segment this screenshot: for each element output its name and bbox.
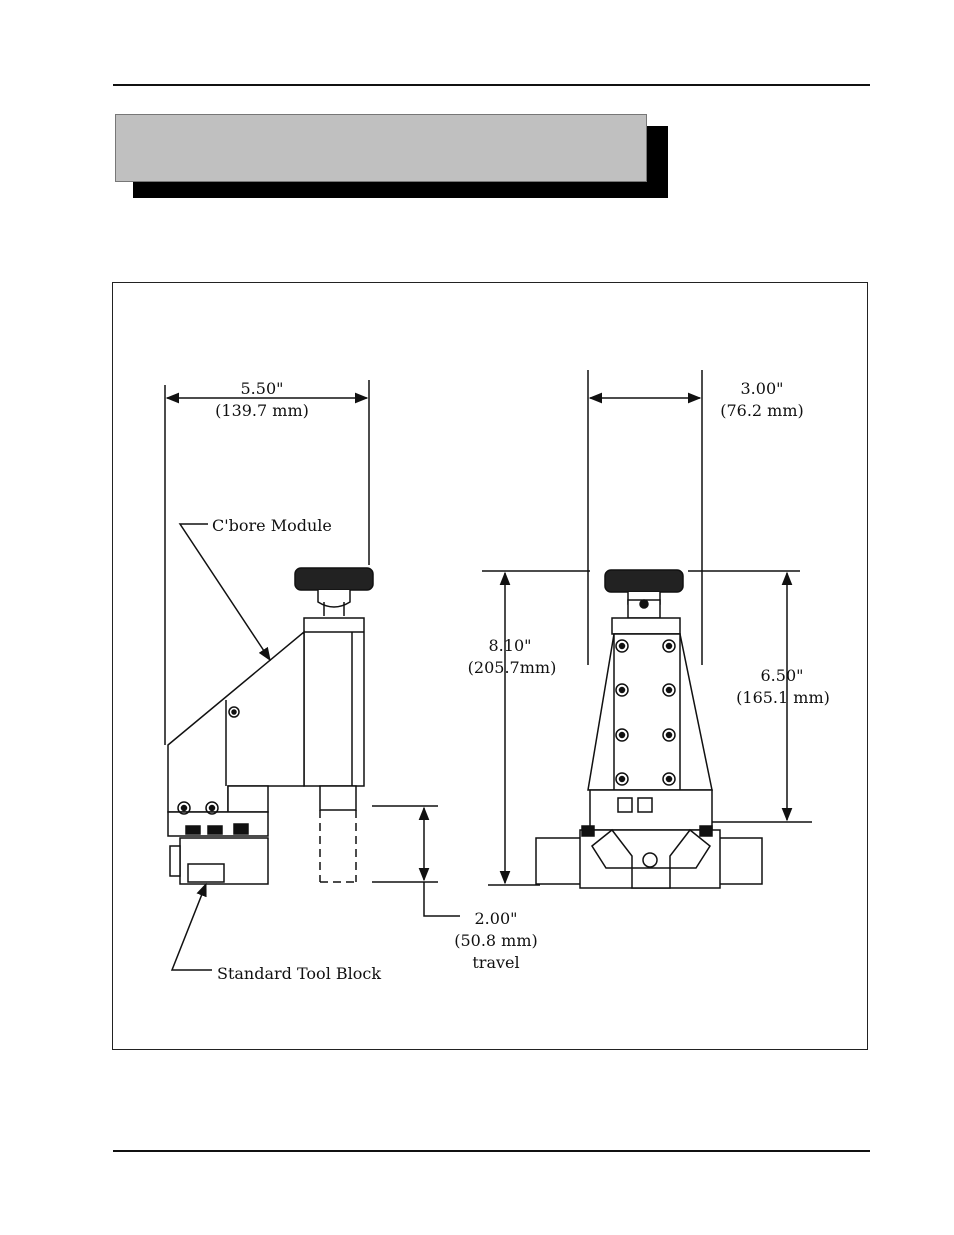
height-body-label: 6.50" bbox=[761, 666, 804, 685]
section-banner bbox=[115, 114, 647, 182]
cbore-module-label: C'bore Module bbox=[212, 516, 332, 535]
cbore-leader bbox=[178, 523, 271, 662]
standard-tool-block-label: Standard Tool Block bbox=[217, 964, 381, 983]
travel-mm-label: (50.8 mm) bbox=[454, 931, 538, 950]
height-total-mm-label: (205.7mm) bbox=[468, 658, 557, 677]
tool-block-leader bbox=[170, 882, 212, 971]
knob-side bbox=[294, 567, 374, 591]
front-bolts bbox=[615, 639, 676, 786]
front-module-body bbox=[613, 633, 681, 791]
travel-word-label: travel bbox=[472, 953, 519, 972]
front-view bbox=[482, 370, 812, 889]
figure-frame bbox=[112, 282, 868, 1050]
knob-front bbox=[604, 569, 684, 593]
top-rule bbox=[113, 84, 870, 86]
bottom-rule bbox=[113, 1150, 870, 1152]
width-left-mm-label: (139.7 mm) bbox=[215, 401, 309, 420]
width-right-mm-label: (76.2 mm) bbox=[720, 401, 804, 420]
height-total-label: 8.10" bbox=[489, 636, 532, 655]
height-body-mm-label: (165.1 mm) bbox=[736, 688, 830, 707]
width-left-label: 5.50" bbox=[241, 379, 284, 398]
cbore-module-bracket bbox=[167, 630, 305, 813]
travel-in-label: 2.00" bbox=[475, 909, 518, 928]
width-right-label: 3.00" bbox=[741, 379, 784, 398]
side-view bbox=[164, 380, 460, 971]
